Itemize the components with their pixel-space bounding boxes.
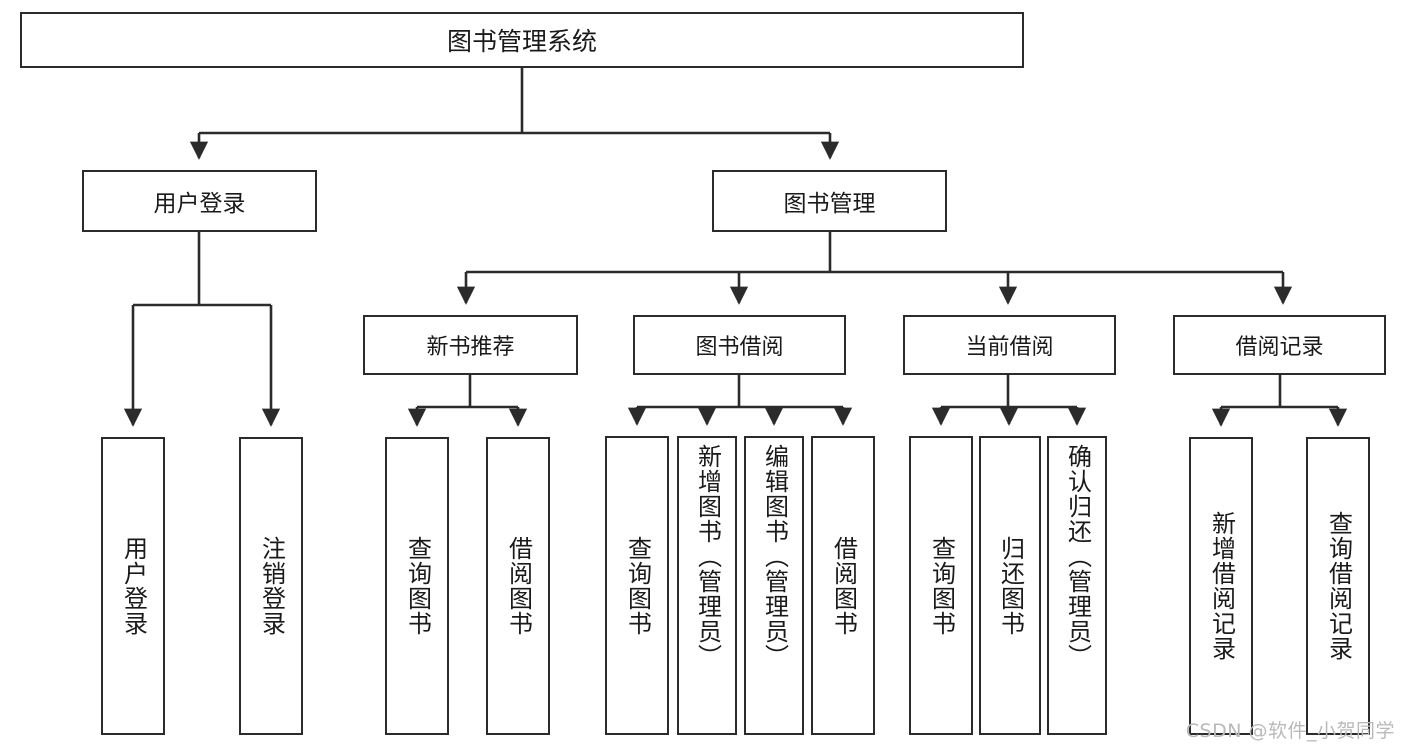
node-current-borrow[interactable]: 当前借阅 [903, 315, 1116, 375]
node-label: 借阅记录 [1235, 335, 1324, 360]
node-label: 图书借阅 [695, 335, 784, 360]
node-label: 用户登录 [153, 191, 246, 217]
node-label: 借阅图书 [829, 535, 858, 636]
node-label: 确认归还（管理员） [1063, 444, 1092, 669]
leaf-query-book-recommend[interactable]: 查询图书 [385, 437, 449, 735]
node-label: 新增借阅记录 [1207, 511, 1236, 661]
node-root-book-management-system[interactable]: 图书管理系统 [20, 12, 1024, 68]
node-label: 新书推荐 [426, 335, 515, 360]
leaf-add-book-admin[interactable]: 新增图书（管理员） [677, 436, 737, 735]
leaf-user-logout[interactable]: 注销登录 [239, 437, 303, 735]
node-label: 当前借阅 [965, 335, 1054, 360]
leaf-query-borrow-record[interactable]: 查询借阅记录 [1306, 437, 1370, 735]
leaf-query-book-current[interactable]: 查询图书 [909, 436, 973, 735]
node-label: 查询图书 [927, 535, 956, 636]
leaf-add-borrow-record[interactable]: 新增借阅记录 [1189, 437, 1253, 735]
node-label: 注销登录 [257, 536, 286, 636]
leaf-borrow-book-recommend[interactable]: 借阅图书 [486, 437, 550, 735]
node-borrow-record[interactable]: 借阅记录 [1173, 315, 1386, 375]
node-new-book-recommend[interactable]: 新书推荐 [363, 315, 578, 375]
leaf-query-book-borrow[interactable]: 查询图书 [605, 436, 669, 735]
node-book-management[interactable]: 图书管理 [712, 170, 947, 232]
node-label: 查询借阅记录 [1324, 511, 1353, 661]
node-label: 图书管理系统 [446, 27, 597, 56]
node-label: 查询图书 [403, 536, 432, 636]
node-book-borrow[interactable]: 图书借阅 [633, 315, 846, 375]
node-label: 新增图书（管理员） [693, 444, 722, 669]
node-label: 图书管理 [783, 191, 876, 217]
leaf-edit-book-admin[interactable]: 编辑图书（管理员） [744, 436, 804, 735]
node-label: 借阅图书 [504, 536, 533, 636]
leaf-return-book[interactable]: 归还图书 [979, 436, 1041, 735]
node-label: 查询图书 [623, 535, 652, 636]
node-label: 归还图书 [996, 535, 1025, 636]
node-user-login[interactable]: 用户登录 [82, 170, 317, 232]
node-label: 用户登录 [119, 536, 148, 636]
node-label: 编辑图书（管理员） [760, 444, 789, 669]
watermark-text: CSDN @软件_小贺同学 [1185, 720, 1395, 742]
leaf-user-login[interactable]: 用户登录 [101, 437, 165, 735]
leaf-borrow-book[interactable]: 借阅图书 [811, 436, 875, 735]
leaf-confirm-return-admin[interactable]: 确认归还（管理员） [1047, 436, 1107, 735]
